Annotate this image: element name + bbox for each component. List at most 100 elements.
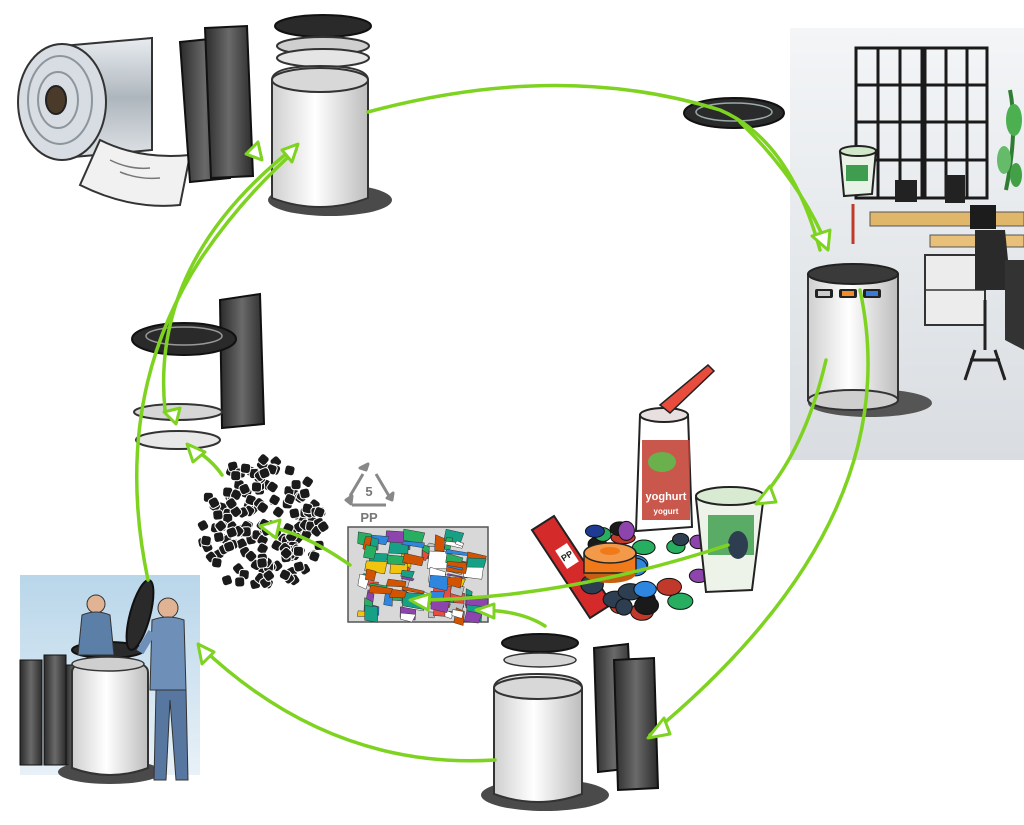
recycle-symbol: 5 PP: [344, 462, 395, 525]
bin-parts-middle: [131, 292, 266, 450]
granulate-pellet: [234, 576, 246, 588]
arrow-heads: [162, 140, 832, 740]
arrow-factory-to-topbin: [135, 148, 298, 582]
bale-plastic-scrap: [400, 575, 415, 582]
arrow-delivered-to-factory: [198, 644, 497, 763]
granulate-pellet: [223, 540, 236, 553]
granulate-pellet: [250, 481, 263, 493]
recycle-triangle-icon: [344, 462, 395, 507]
bottle-cap: [633, 580, 657, 598]
bale-plastic-scrap: [451, 609, 464, 619]
granulate-pellet: [317, 520, 330, 533]
granulate-pellet: [266, 480, 279, 494]
granulate-pellet: [214, 519, 228, 533]
bottle-cap: [671, 532, 690, 547]
bale-plastic-scrap: [363, 544, 378, 560]
pp-granulate-pile: [196, 453, 330, 590]
arrow-parts-to-topbin: [161, 144, 298, 412]
recycle-number: 5: [365, 484, 372, 499]
granulate-pellet: [207, 496, 221, 509]
bottle-cap: [667, 592, 694, 610]
bale-plastic-scrap: [402, 552, 425, 567]
falling-yogurt-cup: [838, 145, 878, 244]
granulate-pellet: [268, 493, 281, 507]
bottle-cap: [584, 524, 605, 538]
factory-scene: [19, 575, 200, 784]
granulate-pellet: [244, 549, 258, 563]
bale-plastic-scrap: [454, 540, 465, 547]
bottle-cap: [656, 577, 682, 596]
new-bin-top: [268, 14, 392, 216]
pp-plastic-bale: [347, 526, 489, 626]
orange-cap: [583, 542, 637, 583]
delivered-bin: [481, 633, 609, 811]
granulate-pellet: [256, 501, 269, 514]
granulate-pellet: [225, 526, 238, 539]
granulate-pellet: [279, 546, 293, 560]
bale-plastic-scrap: [434, 534, 445, 552]
plastic-waste-pile: PP yoghurt yogurt: [530, 363, 766, 621]
granulate-pellet: [288, 507, 301, 520]
granulate-pellet: [301, 475, 314, 489]
bale-plastic-scrap: [368, 584, 393, 595]
granulate-pellet: [298, 487, 311, 500]
bale-plastic-scrap: [447, 577, 463, 589]
yogurt-jar-red: yoghurt yogurt: [634, 363, 716, 533]
granulate-pellet: [212, 531, 225, 543]
bale-plastic-scrap: [446, 573, 468, 579]
bale-plastic-scrap: [400, 612, 417, 623]
worker-left: [77, 594, 115, 656]
granulate-pellet: [262, 569, 276, 582]
granulate-pellet: [283, 464, 296, 477]
yogurt-jar-label: yoghurt: [646, 491, 687, 503]
granulate-pellet: [278, 568, 292, 581]
bin-liners-top: [178, 24, 255, 184]
arrow-waste-to-bale: [410, 543, 730, 602]
film-roll: [17, 36, 192, 207]
bale-plastic-scrap: [463, 610, 483, 624]
bale-plastic-scrap: [401, 540, 425, 549]
worker-right: [136, 597, 189, 781]
office-plant: [997, 89, 1022, 191]
granulate-pellet: [212, 509, 224, 521]
office-sorting-bin: [807, 263, 932, 417]
granulate-pellet: [283, 493, 296, 506]
granulate-pellet: [257, 453, 270, 466]
granulate-pellet: [238, 482, 251, 496]
granulate-pellet: [211, 557, 223, 569]
bale-plastic-scrap: [364, 605, 379, 623]
bin-liners-bottom: [592, 642, 660, 792]
bale-plastic-scrap: [428, 574, 451, 592]
granulate-pellet: [230, 470, 242, 482]
bale-plastic-scrap: [388, 589, 407, 599]
granulate-pellet: [256, 557, 268, 569]
bottle-cap: [617, 520, 635, 541]
office-desks: [869, 175, 1024, 381]
granulate-pellet: [221, 574, 233, 587]
granulate-pellet: [308, 550, 321, 563]
granulate-pellet: [200, 534, 212, 547]
bottle-cap: [634, 595, 660, 616]
factory-bin: [58, 579, 162, 784]
granulate-pellet: [292, 560, 305, 573]
granulate-pellet: [272, 505, 285, 519]
granulate-pellet: [258, 467, 271, 480]
bale-plastic-scrap: [466, 557, 487, 568]
granulate-pellet: [239, 462, 252, 475]
bale-plastic-scrap: [446, 565, 463, 571]
arrow-office-to-delivered: [648, 288, 870, 737]
office-scene: [683, 28, 1024, 460]
bale-plastic-scrap: [385, 578, 407, 588]
yogurt-cup-green: [694, 486, 766, 594]
recycle-code: PP: [360, 510, 378, 525]
granulate-pellet: [225, 497, 238, 510]
granulate-pellet: [290, 479, 302, 491]
bale-plastic-scrap: [364, 568, 377, 582]
bottle-cap: [615, 598, 633, 616]
arrow-bin-to-office: [366, 83, 822, 252]
granulate-pellet: [313, 506, 326, 519]
granulate-pellet: [196, 519, 210, 532]
bale-plastic-scrap: [387, 554, 408, 566]
